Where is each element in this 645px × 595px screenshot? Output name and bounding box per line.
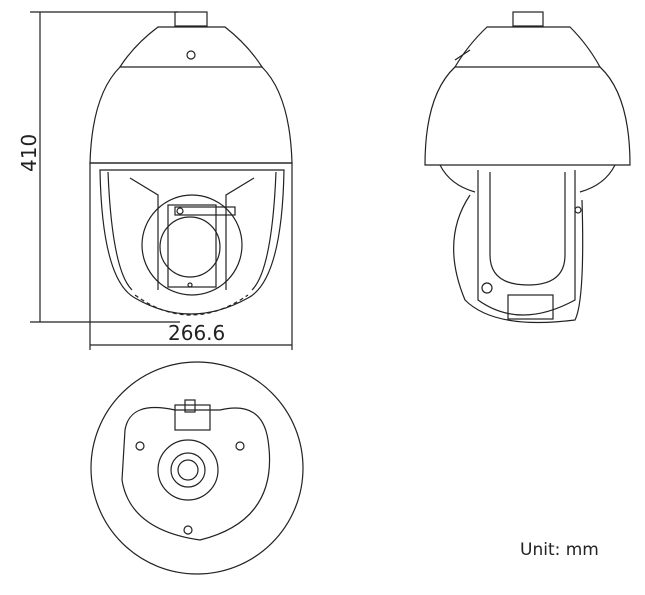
side-view	[424, 11, 631, 324]
unit-label: Unit: mm	[520, 540, 599, 560]
width-dimension: 266.6	[89, 163, 293, 350]
height-dimension: 410	[17, 11, 180, 323]
width-label: 266.6	[168, 321, 225, 345]
bottom-view	[90, 361, 304, 575]
height-label: 410	[17, 134, 41, 172]
front-view	[89, 11, 293, 316]
